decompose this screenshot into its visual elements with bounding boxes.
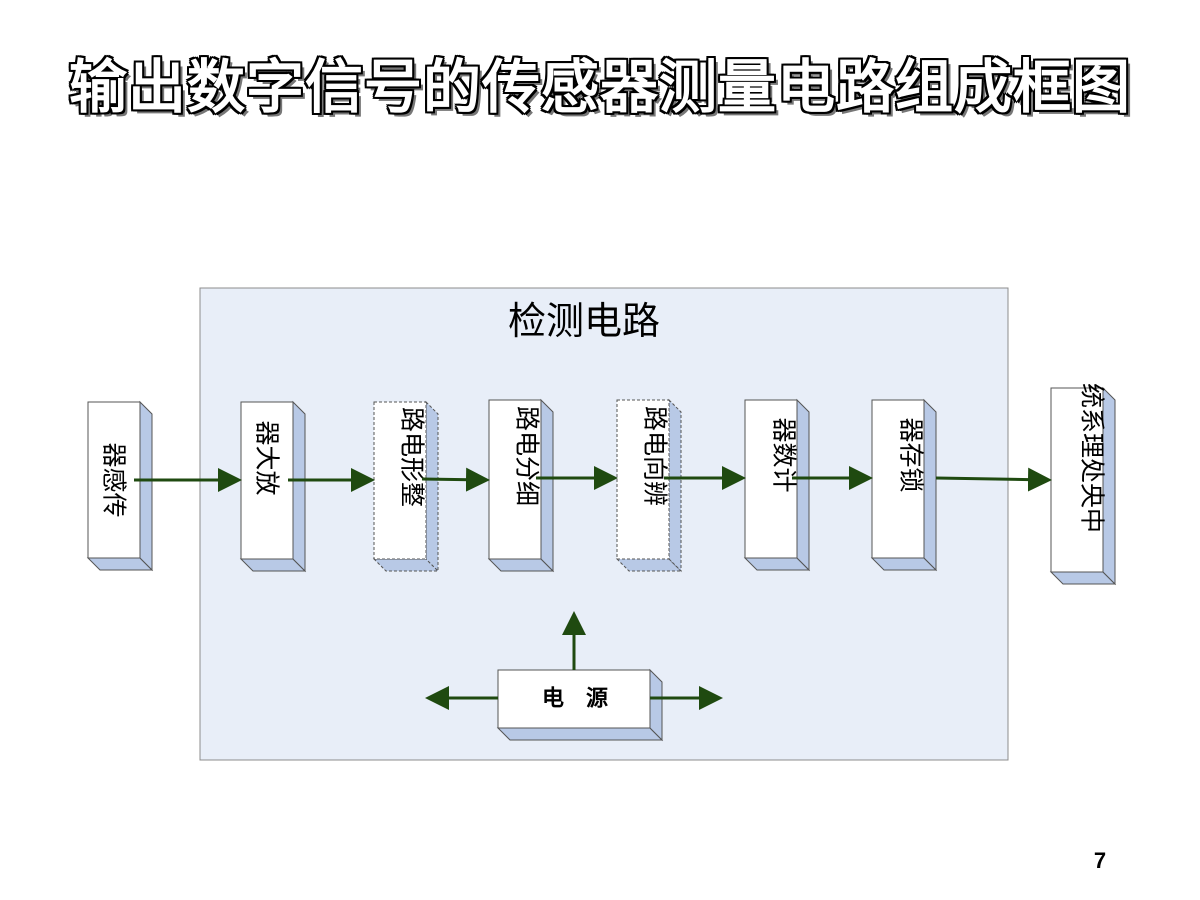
shaping-circuit-label: 路电形整: [398, 407, 427, 507]
subdivision-circuit-label: 路电分细: [513, 406, 542, 506]
latch-block: 器存锁: [870, 398, 938, 572]
page-number: 7: [1093, 848, 1107, 873]
page-title: 输出数字信号的传感器测量电路组成框图: [68, 53, 1131, 121]
detection-circuit-label: 检测电路: [508, 299, 660, 343]
amplifier-block: 器大放: [239, 400, 307, 573]
power-supply-block: 电 源: [496, 668, 664, 742]
shaping-circuit-block: 路电形整: [372, 400, 440, 573]
arrow-latch-to-cpu: [935, 467, 1052, 492]
amplifier-label: 器大放: [253, 420, 282, 495]
direction-circuit-label: 路电向辨: [641, 406, 670, 506]
latch-label: 器存锁: [897, 417, 926, 492]
counter-label: 器数计: [770, 417, 799, 492]
subdivision-circuit-block: 路电分细: [487, 398, 555, 573]
cpu-block: 统系理处央中: [1049, 383, 1117, 586]
counter-block: 器数计: [743, 398, 811, 572]
sensor-block: 器感传: [86, 400, 154, 572]
direction-circuit-block: 路电向辨: [615, 398, 683, 573]
sensor-label: 器感传: [100, 442, 129, 517]
cpu-label: 统系理处央中: [1078, 383, 1107, 533]
arrow-shaping-to-subdivision: [421, 467, 490, 492]
power-supply-label: 电 源: [542, 687, 608, 712]
